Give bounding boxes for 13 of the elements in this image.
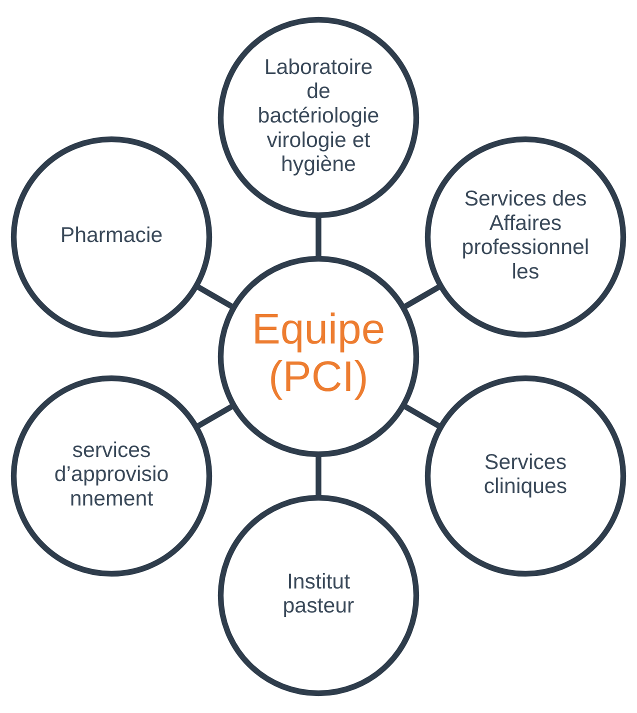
node-circle: services d’approvisio nnement (10, 375, 212, 577)
connector (316, 216, 322, 259)
connector (195, 402, 236, 430)
connector (316, 454, 322, 498)
node-circle: Services des Affaires professionnel les (424, 136, 626, 338)
connector (195, 284, 236, 310)
connector (402, 402, 442, 430)
connector (402, 284, 442, 310)
node-circle: Services cliniques (424, 375, 626, 577)
node-circle: Pharmacie (10, 136, 212, 338)
node-circle: Equipe (PCI) (218, 256, 420, 458)
node-circle: Institut pasteur (218, 494, 420, 696)
node-circle: Laboratoire de bactériologie virologie et hygiène (218, 16, 420, 218)
